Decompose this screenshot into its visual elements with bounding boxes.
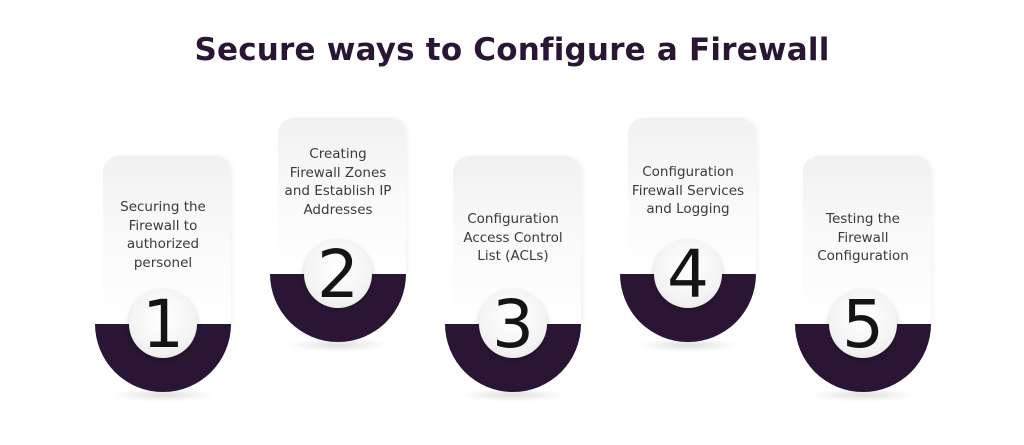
number-circle [829,290,897,358]
page-title: Secure ways to Configure a Firewall [194,32,830,68]
step-label: Testing the Firewall Configuration [817,211,909,264]
step-4: Configuration Firewall Services and Logg… [620,118,756,358]
step-label: Securing the Firewall to authorized pers… [120,199,206,271]
step-label: Configuration Access Control List (ACLs) [463,211,563,264]
step-shadow [111,388,215,402]
step-number: 3 [492,286,534,363]
number-circle [479,290,547,358]
step-number: 2 [317,236,359,313]
step-number: 5 [842,286,884,363]
step-1: Securing the Firewall to authorized pers… [95,156,231,402]
step-number: 4 [667,236,709,313]
step-shadow [286,338,390,352]
step-3: Configuration Access Control List (ACLs)… [445,156,581,402]
step-label: Configuration Firewall Services and Logg… [631,164,745,217]
step-label: Creating Firewall Zones and Establish IP… [284,146,392,218]
step-shadow [461,388,565,402]
step-shadow [636,338,740,352]
step-2: Creating Firewall Zones and Establish IP… [270,118,406,358]
step-5: Testing the Firewall Configuration 5 [795,156,931,402]
step-number: 1 [142,286,184,363]
number-circle [304,240,372,308]
number-circle [654,240,722,308]
step-shadow [811,388,915,402]
number-circle [129,290,197,358]
